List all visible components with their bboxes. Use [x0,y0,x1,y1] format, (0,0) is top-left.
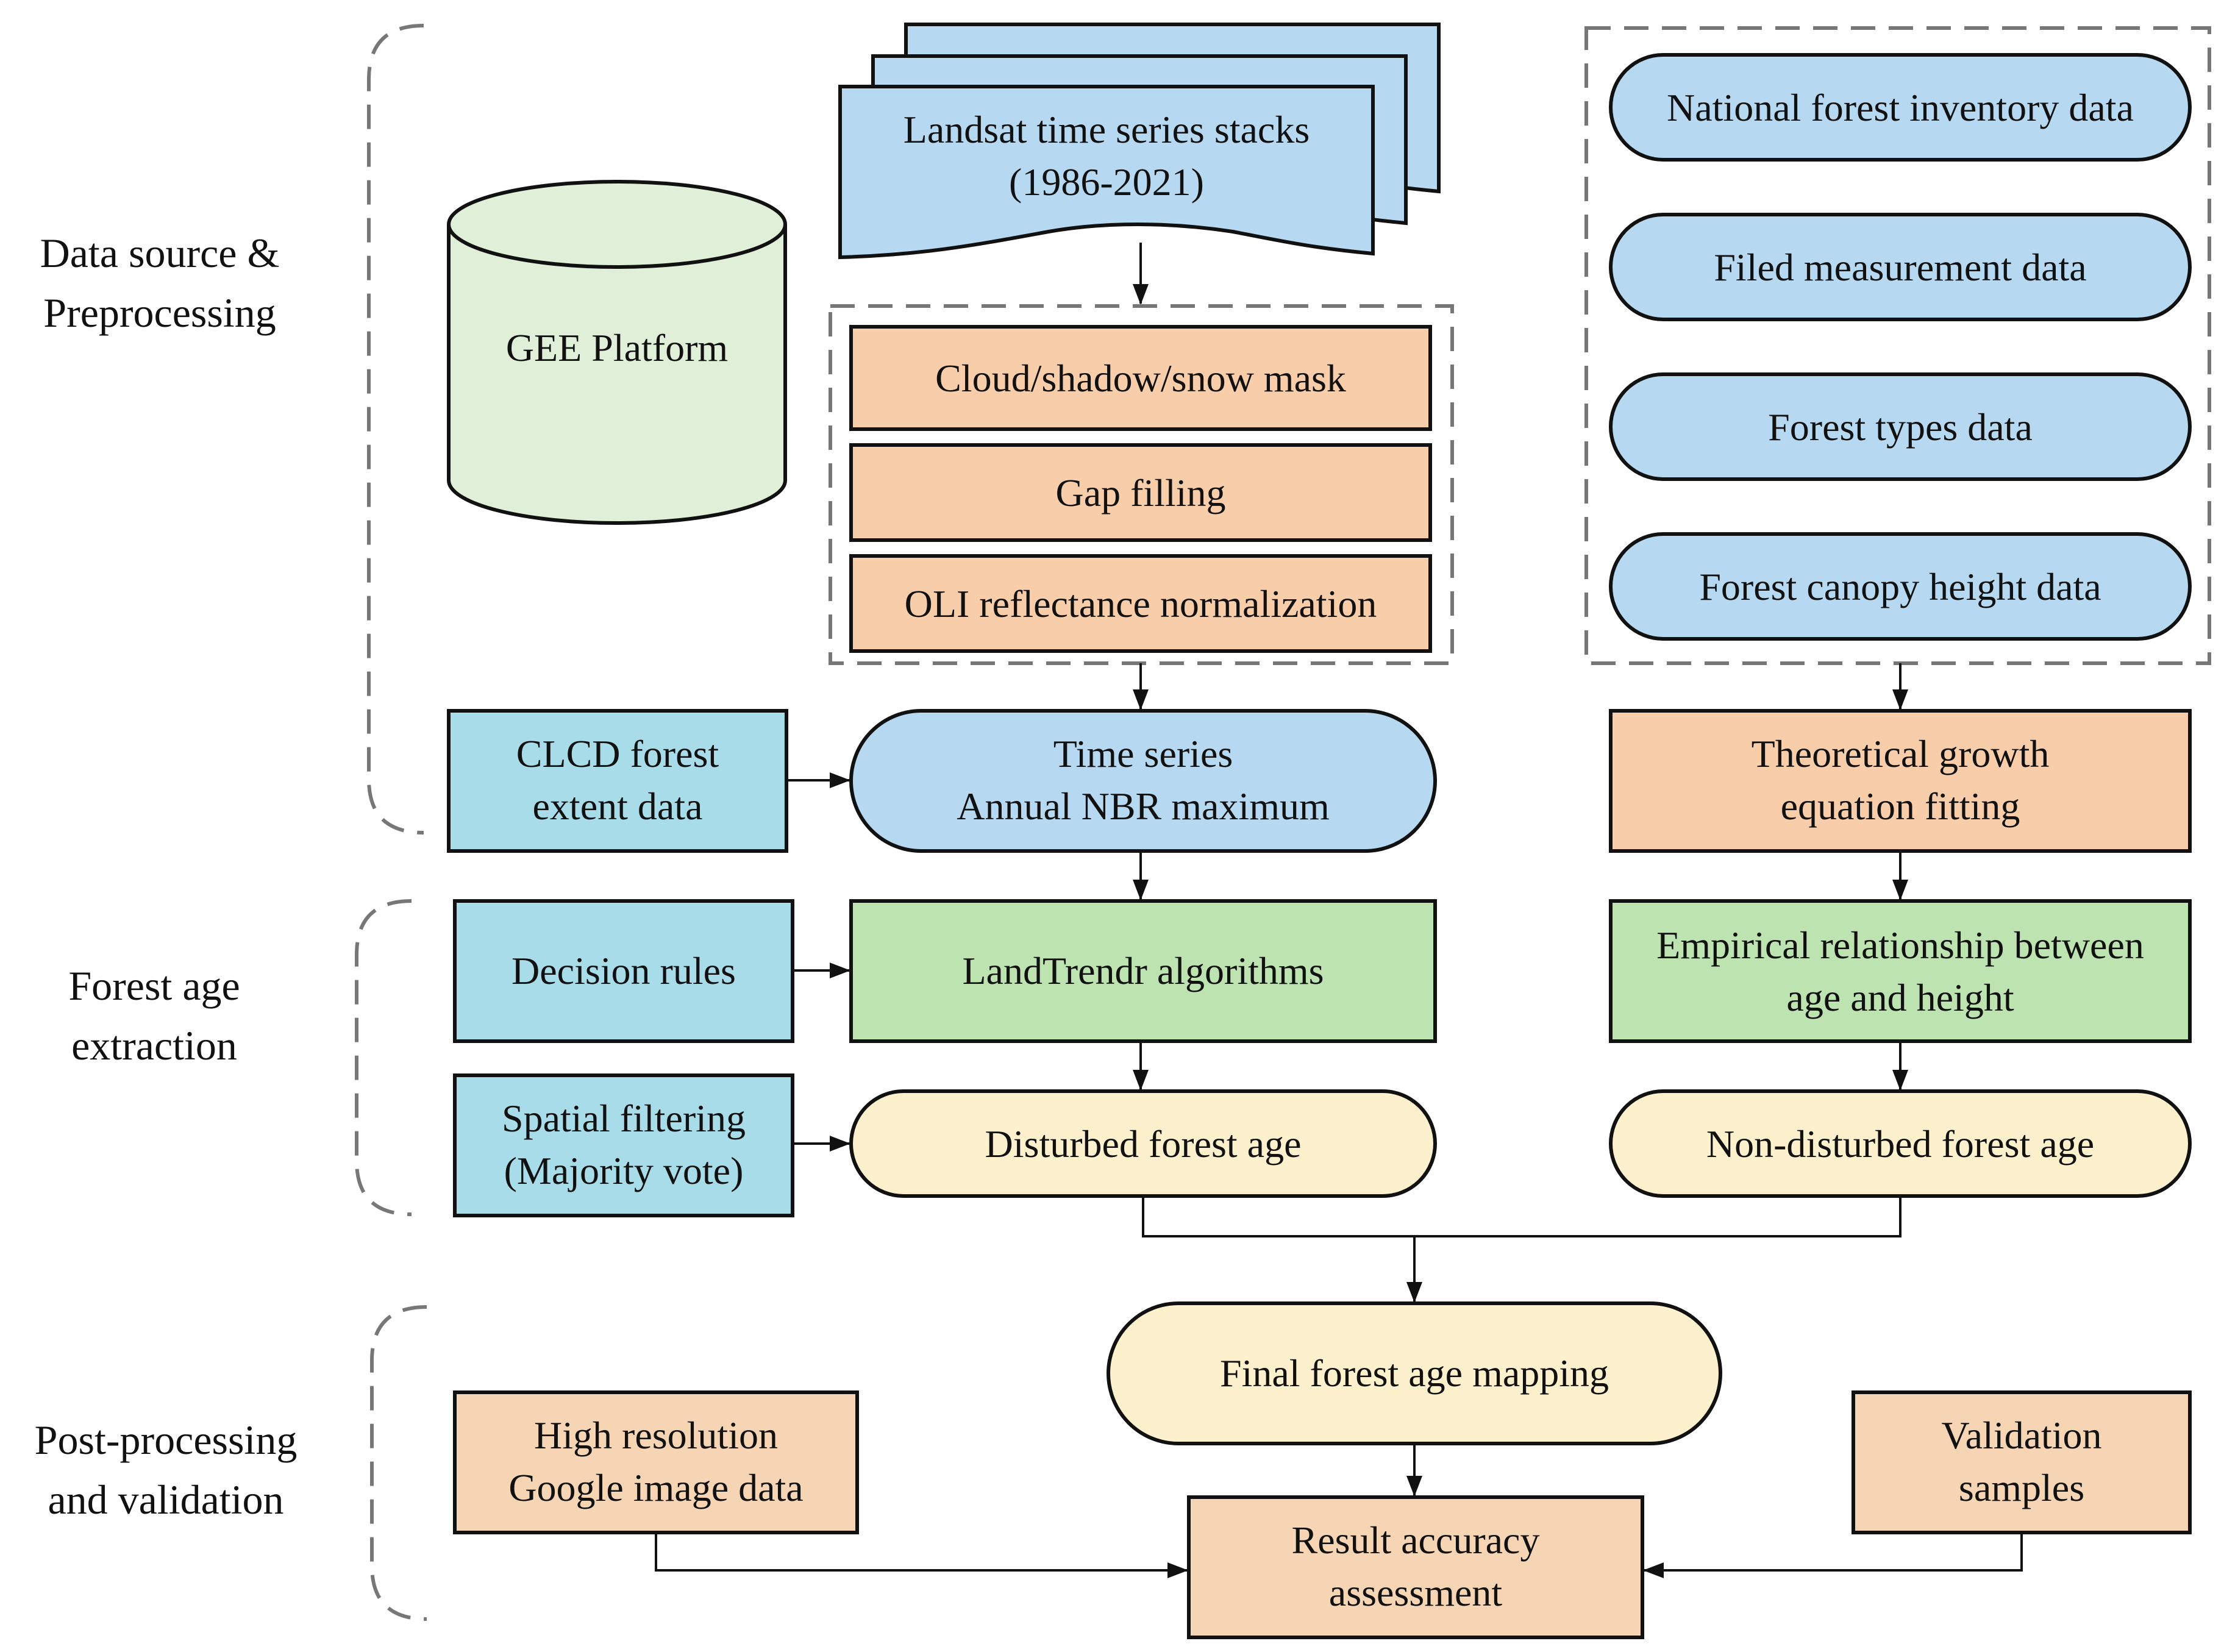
node-label: (1986-2021) [1009,160,1204,204]
non-disturbed-age-node: Non-disturbed forest age [1609,1089,2192,1198]
node-box [1609,372,2192,481]
google-image-node: High resolution Google image data [453,1390,859,1534]
node-label: High resolution [534,1414,778,1457]
node-label: Forest canopy height data [1699,565,2101,608]
node-label: equation fitting [1781,785,2020,828]
node-label: LandTrendr algorithms [962,949,1324,992]
stack-sheet-front [838,85,1375,260]
node-label: Landsat time series stacks [904,108,1310,151]
node-label: Spatial filtering [502,1097,746,1140]
node-label: CLCD forest [516,732,719,775]
final-mapping-node: Final forest age mapping [1107,1301,1722,1445]
cylinder-top [447,180,787,269]
landtrendr-node: LandTrendr algorithms [849,899,1437,1043]
stage-label-line: Forest age [68,963,240,1009]
node-box [1609,532,2192,641]
node-box [849,709,1437,853]
node-label: Disturbed forest age [985,1122,1302,1166]
arrow-validation-to-assessment [1643,1533,2023,1578]
node-label: Forest types data [1768,405,2033,449]
node-box [849,899,1437,1043]
node-box [453,1073,794,1217]
cloud-mask-node: Cloud/shadow/snow mask [849,325,1432,431]
auxiliary-data-group [1584,26,2211,665]
stage-label-line: Data source & [40,230,280,276]
node-label: age and height [1786,976,2014,1019]
oli-normalization-node: OLI reflectance normalization [849,554,1432,653]
validation-samples-node: Validation samples [1852,1390,2192,1534]
disturbed-age-node: Disturbed forest age [849,1089,1437,1198]
national-inventory-node: National forest inventory data [1609,53,2192,162]
stage-label-line: Preprocessing [43,290,276,336]
node-label: Annual NBR maximum [957,785,1330,828]
node-label: Gap filling [1055,471,1225,514]
node-label: GEE Platform [506,326,728,369]
decision-rules-node: Decision rules [453,899,794,1043]
stage-bracket-data-source [367,24,424,835]
node-label: Non-disturbed forest age [1706,1122,2094,1166]
node-label: samples [1959,1466,2084,1509]
canopy-height-node: Forest canopy height data [1609,532,2192,641]
stage-label-data-source: Data source & Preprocessing [40,230,280,336]
node-label: Theoretical growth [1752,732,2050,775]
stage-label-line: Post-processing [35,1417,298,1463]
node-box [849,443,1432,542]
node-label: Result accuracy [1292,1518,1540,1562]
node-label: OLI reflectance normalization [905,582,1377,625]
stage-bracket-post-processing [370,1305,427,1621]
node-label: Validation [1941,1414,2101,1457]
node-box [849,325,1432,431]
stage-label-forest-age: Forest age extraction [68,963,240,1069]
node-label: Filed measurement data [1714,246,2086,289]
node-label: extent data [533,785,703,828]
stage-label-line: and validation [48,1476,283,1523]
node-box [1852,1390,2192,1534]
stage-label-post-processing: Post-processing and validation [35,1417,298,1523]
node-label: Time series [1053,732,1233,775]
arrow-google-to-assessment [655,1533,1188,1578]
landsat-stacks-node: Landsat time series stacks (1986-2021) [838,23,1441,260]
spatial-filtering-node: Spatial filtering (Majority vote) [453,1073,794,1217]
field-measurement-node: Filed measurement data [1609,213,2192,321]
forest-types-node: Forest types data [1609,372,2192,481]
node-label: Cloud/shadow/snow mask [935,357,1346,400]
node-label: Google image data [508,1466,803,1509]
clcd-extent-node: CLCD forest extent data [447,709,788,853]
node-box [453,1390,859,1534]
node-label: (Majority vote) [504,1149,744,1192]
node-label: Decision rules [511,949,736,992]
nbr-series-node: Time series Annual NBR maximum [849,709,1437,853]
stage-bracket-forest-age [355,899,412,1216]
node-box [1609,53,2192,162]
accuracy-assessment-node: Result accuracy assessment [1187,1495,1644,1639]
node-label: Empirical relationship between [1656,924,2144,967]
node-box [849,554,1432,653]
node-label: National forest inventory data [1667,86,2134,129]
node-label: Final forest age mapping [1220,1351,1609,1395]
node-box [1187,1495,1644,1639]
node-box [1609,899,2192,1043]
age-height-node: Empirical relationship between age and h… [1609,899,2192,1043]
gap-filling-node: Gap filling [849,443,1432,542]
node-box [1609,213,2192,321]
cylinder-body [447,224,787,525]
node-label: assessment [1329,1571,1503,1614]
stage-label-line: extraction [71,1022,237,1069]
growth-equation-node: Theoretical growth equation fitting [1609,709,2192,853]
connector-ages-merge [1142,1196,1901,1237]
gee-platform-cylinder: GEE Platform [447,180,787,525]
